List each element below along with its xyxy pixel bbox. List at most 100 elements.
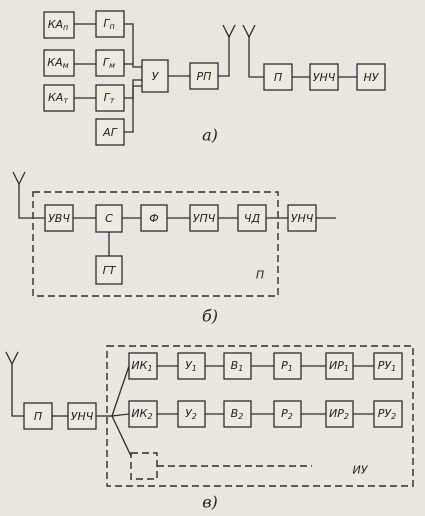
block-upch-label: УПЧ [193,212,216,225]
svg-text:УНЧ: УНЧ [71,410,94,423]
block-ik1-sub: 1 [147,364,152,373]
svg-text:Ф: Ф [149,212,158,225]
block-ru1-sub: 1 [391,364,396,373]
block-f-label: Ф [149,212,158,225]
block-ka-m: КАм [43,49,75,77]
svg-text:УНЧ: УНЧ [291,212,314,225]
wire-c-fork-ik2 [111,413,130,417]
block-g-t: Гт [95,84,125,112]
svg-text:РУ1: РУ1 [378,359,396,373]
svg-text:ЧД: ЧД [244,212,261,225]
svg-text:КАп: КАп [48,18,69,32]
svg-text:В1: В1 [231,359,244,373]
svg-text:УВЧ: УВЧ [48,212,70,225]
block-rp: РП [189,62,219,90]
block-v2-sub: 2 [238,412,243,421]
wire-a-antenna-p [248,36,264,78]
block-unch-a: УНЧ [309,63,339,91]
block-ka-t: КАт [43,84,75,112]
svg-text:Гп: Гп [103,17,114,31]
block-r1-sub: 1 [288,364,293,373]
block-nu-label: НУ [364,71,380,84]
block-ir1-sub: 1 [344,364,349,373]
block-v2: В2 [223,400,252,428]
block-ir2-sub: 2 [344,412,349,421]
wire-c-fork-ik1 [111,365,130,417]
block-u1-label: У [185,359,193,372]
block-u1-sub: 1 [192,364,197,373]
block-r1-label: Р [281,359,288,372]
svg-text:ИК2: ИК2 [131,407,152,421]
block-u: У [141,59,169,93]
block-g-t-sub: т [110,96,115,105]
block-ka-m-label: КА [47,56,62,69]
wire-c-fork-extra [111,415,132,457]
block-ag: АГ [95,118,125,146]
block-ik2-sub: 2 [147,412,152,421]
block-g-p-sub: п [109,22,114,31]
block-u2-label: У [185,407,193,420]
caption-c: в) [202,493,218,512]
block-ru1: РУ1 [373,352,403,380]
svg-text:Р1: Р1 [281,359,293,373]
block-v1-sub: 1 [238,364,243,373]
block-uvch-label: УВЧ [48,212,70,225]
svg-text:П: П [274,71,282,84]
block-gt-label: ГТ [103,264,117,277]
svg-text:АГ: АГ [102,126,118,139]
svg-text:УНЧ: УНЧ [313,71,336,84]
block-r2-label: Р [281,407,288,420]
block-rp-label: РП [197,70,212,83]
block-uvch: УВЧ [44,204,74,232]
block-u-label: У [152,70,160,83]
svg-text:У: У [152,70,160,83]
antenna-c [5,351,19,366]
block-ik1: ИК1 [128,352,158,380]
block-v1-label: В [231,359,239,372]
block-g-m-label: Г [103,56,110,69]
block-p-a: П [263,63,293,91]
caption-a: а) [202,126,218,145]
block-ka-t-label: КА [48,91,63,104]
block-chd: ЧД [237,204,267,232]
svg-text:Гм: Гм [103,56,115,70]
svg-text:РУ2: РУ2 [378,407,396,421]
antenna-b [12,171,26,186]
svg-text:ИР2: ИР2 [329,407,349,421]
block-r2-sub: 2 [288,412,293,421]
block-extra-channel [130,452,158,480]
svg-text:У2: У2 [185,407,197,421]
svg-text:В2: В2 [231,407,244,421]
svg-text:КАт: КАт [48,91,68,105]
block-chd-label: ЧД [244,212,261,225]
diagram-a: КАп КАм КАт Гп Гм Гт АГ У [43,10,386,146]
caption-b: б) [202,307,218,326]
block-ru2: РУ2 [373,400,403,428]
block-u2: У2 [177,400,206,428]
block-g-p: Гп [95,10,125,38]
block-ik2-label: ИК [131,407,148,420]
block-p-c-label: П [34,410,42,423]
block-ka-t-sub: т [63,96,68,105]
block-ka-m-sub: м [63,61,69,70]
block-unch-b: УНЧ [287,204,317,232]
svg-text:КАм: КАм [47,56,68,70]
block-unch-b-label: УНЧ [291,212,314,225]
block-upch: УПЧ [189,204,219,232]
svg-text:ГТ: ГТ [103,264,117,277]
group-label-p: П [256,269,264,282]
block-v2-label: В [231,407,239,420]
diagram-c: ИУ П УНЧ ИК1 У1 В1 [5,345,414,512]
svg-text:РП: РП [197,70,212,83]
antenna-a-tx [222,24,236,39]
block-nu: НУ [356,63,386,91]
svg-text:УПЧ: УПЧ [193,212,216,225]
block-ru1-label: РУ [378,359,393,372]
block-unch-a-label: УНЧ [313,71,336,84]
svg-text:Р2: Р2 [281,407,293,421]
block-f: Ф [140,204,168,232]
svg-text:Гт: Гт [104,91,115,105]
block-g-p-label: Г [103,17,110,30]
block-ik2: ИК2 [128,400,158,428]
